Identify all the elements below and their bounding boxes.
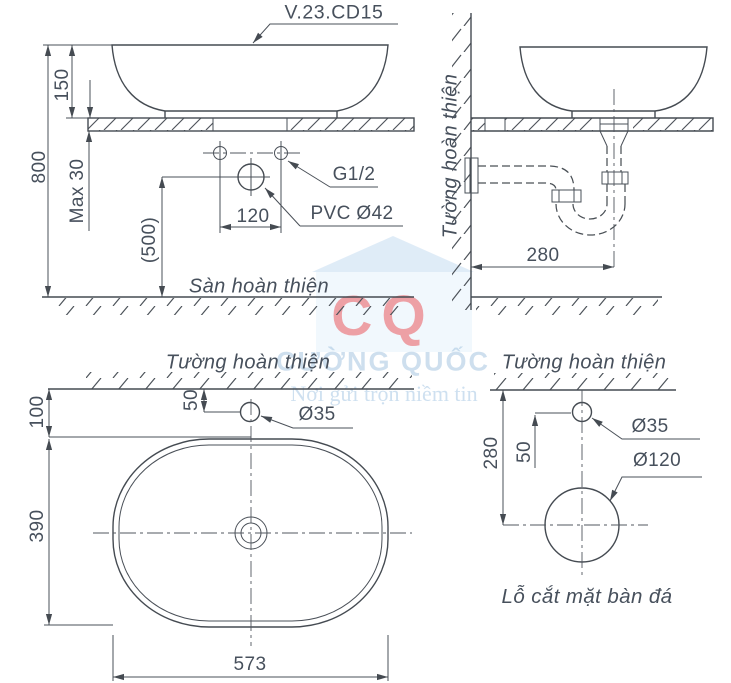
floor-label: Sàn hoàn thiện: [188, 275, 330, 298]
dim-counter-thickness: Max 30: [67, 158, 88, 224]
dim-total-height: 800: [29, 150, 50, 184]
cutout-drain-hole-label: Ø120: [632, 450, 682, 471]
watermark-brand-text: CƯỜNG QUỐC: [276, 346, 490, 377]
dim-depth: 390: [27, 509, 48, 543]
cutout-wall-label: Tường hoàn thiện: [501, 351, 667, 374]
drain-pipe-label: PVC Ø42: [310, 203, 394, 224]
cutout-tap-hole-label: Ø35: [631, 416, 669, 437]
cutout-caption: Lỗ cắt mặt bàn đá: [501, 585, 673, 608]
dim-tap-to-wall: 50: [181, 389, 202, 411]
dim-rim-to-wall: 100: [27, 395, 48, 429]
side-view: [452, 13, 714, 315]
front-view: [42, 23, 415, 315]
dim-width: 573: [233, 654, 267, 675]
tap-hole-label: Ø35: [298, 404, 336, 425]
watermark-house-roof-icon: [312, 236, 474, 272]
dim-basin-height: 150: [52, 68, 73, 102]
watermark-logo: CQ: [331, 284, 435, 348]
dim-drain-height: (500): [139, 216, 160, 264]
product-code-label: V.23.CD15: [284, 1, 384, 24]
plan-wall-label: Tường hoàn thiện: [165, 351, 331, 374]
cutout-dim-drain-to-wall: 280: [481, 436, 502, 470]
side-wall-label: Tường hoàn thiện: [439, 73, 462, 239]
cutout-dim-tap-to-wall: 50: [514, 441, 535, 463]
dim-hole-spacing: 120: [236, 206, 270, 227]
supply-thread-label: G1/2: [332, 164, 376, 185]
cutout-view: [490, 373, 702, 578]
dim-drain-to-wall: 280: [526, 245, 560, 266]
plan-view: [44, 372, 414, 681]
